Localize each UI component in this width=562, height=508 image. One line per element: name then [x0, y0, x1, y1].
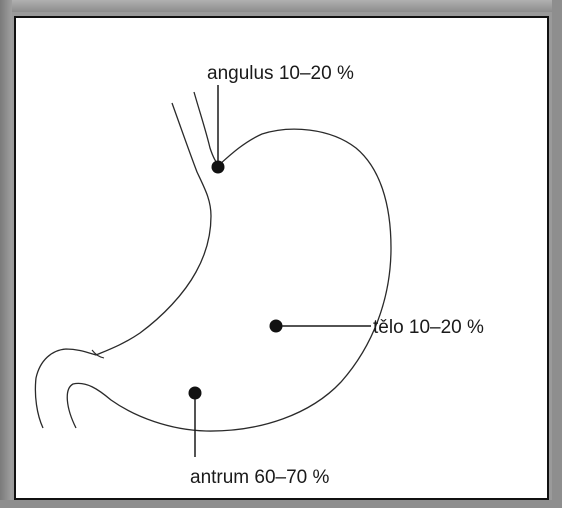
stomach-greater-curvature-outline: [67, 92, 391, 431]
stomach-lesser-curvature-outline: [35, 103, 211, 428]
antrum-label: antrum 60–70 %: [190, 467, 330, 488]
angulus-label: angulus 10–20 %: [207, 63, 354, 84]
angulus-marker-dot: [212, 161, 225, 174]
telo-label: tělo 10–20 %: [373, 317, 484, 338]
antrum-marker-dot: [189, 387, 202, 400]
telo-marker-dot: [270, 320, 283, 333]
